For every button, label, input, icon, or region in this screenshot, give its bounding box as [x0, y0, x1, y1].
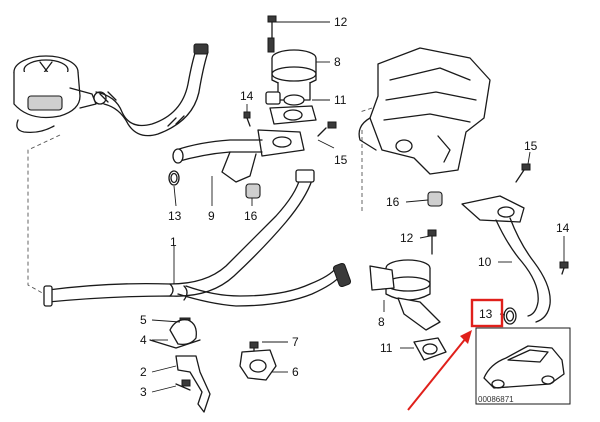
callout-9: 9	[208, 209, 215, 223]
callout-11-lower: 11	[380, 341, 393, 355]
pipe-clamps	[149, 319, 277, 413]
dashed-guide-lines	[27, 107, 373, 296]
callout-3: 3	[140, 385, 147, 399]
engine-block	[358, 47, 491, 175]
callout-16-lower: 16	[386, 195, 400, 209]
callout-4: 4	[140, 333, 147, 347]
gasket-upper	[269, 105, 317, 125]
callout-15-lower: 15	[524, 139, 538, 153]
seal-rings	[168, 170, 517, 325]
callout-12-lower: 12	[400, 231, 414, 245]
callout-11-upper: 11	[334, 93, 347, 107]
callout-12-upper: 12	[334, 15, 348, 29]
highlight-arrow	[407, 337, 467, 411]
gasket-lower	[413, 337, 447, 361]
callout-13-upper: 13	[168, 209, 182, 223]
callout-5: 5	[140, 313, 147, 327]
main-air-pipe	[43, 169, 352, 307]
secondary-air-pump	[13, 55, 107, 134]
callout-8-upper: 8	[334, 55, 341, 69]
highlight-arrow-head	[460, 330, 472, 344]
callout-15-upper: 15	[334, 153, 348, 167]
callout-6: 6	[292, 365, 299, 379]
pump-outlet-hose	[95, 43, 209, 137]
highlight-box	[470, 298, 504, 328]
right-air-pipe	[461, 195, 551, 323]
air-valve-upper	[265, 37, 317, 106]
air-valve-lower	[369, 259, 441, 331]
callout-1: 1	[170, 235, 177, 249]
leader-lines	[151, 21, 565, 393]
rubber-mounts	[245, 183, 443, 207]
callout-labels: 12 8 11 14 15 13 9 16 1 16 15 12 14 10 8…	[140, 15, 570, 399]
callout-8-lower: 8	[378, 315, 385, 329]
reference-number: 00086871	[478, 395, 514, 404]
callout-13-highlighted: 13	[479, 307, 493, 321]
callout-2: 2	[140, 365, 147, 379]
callout-14-upper: 14	[240, 89, 254, 103]
pipe-bracket-9	[172, 129, 305, 183]
callout-7: 7	[292, 335, 299, 349]
callout-14-lower: 14	[556, 221, 570, 235]
vehicle-thumbnail: 00086871	[475, 327, 571, 405]
callout-10: 10	[478, 255, 492, 269]
callout-16-upper: 16	[244, 209, 258, 223]
highlight	[407, 298, 504, 411]
